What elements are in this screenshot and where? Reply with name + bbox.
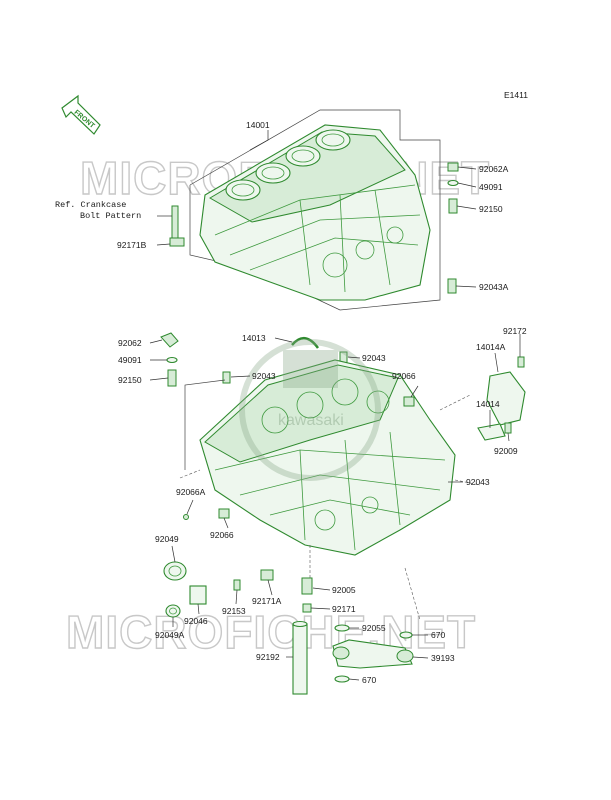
center-logo: kawasaki <box>239 339 381 481</box>
diagram-id: E1411 <box>504 90 528 100</box>
label-92066-right: 92066 <box>392 371 416 381</box>
label-92171b: 92171B <box>117 240 147 250</box>
label-92046: 92046 <box>184 616 208 626</box>
center-logo-text: kawasaki <box>278 412 344 429</box>
left-fasteners <box>160 332 179 387</box>
part-labels: 14001 92062A 49091 92150 92171B 92043A 9… <box>117 120 527 685</box>
label-92049: 92049 <box>155 534 179 544</box>
label-92043-left: 92043 <box>252 371 276 381</box>
lower-crankcase <box>199 359 456 556</box>
label-92062a: 92062A <box>479 164 509 174</box>
label-92153: 92153 <box>222 606 246 616</box>
label-92009: 92009 <box>494 446 518 456</box>
oring-670-bottom <box>334 675 350 683</box>
pipe-92192 <box>292 623 308 695</box>
reference-note-line1: Ref. Crankcase <box>55 200 126 210</box>
label-92150: 92150 <box>118 375 142 385</box>
label-92043-right: 92043 <box>466 477 490 487</box>
clamp-92171a <box>260 569 274 581</box>
label-92049a: 92049A <box>155 630 185 640</box>
oring-670-top <box>399 631 413 639</box>
label-92005: 92005 <box>332 585 356 595</box>
watermark-bottom: MICROFICHE.NET <box>66 606 476 658</box>
bearing-92046 <box>189 585 207 605</box>
upper-crankcase <box>199 124 431 301</box>
label-14014: 14014 <box>476 399 500 409</box>
fitting-92005 <box>301 577 313 595</box>
label-14013: 14013 <box>242 333 266 343</box>
label-92062: 92062 <box>118 338 142 348</box>
bolt-92171b <box>169 205 185 247</box>
cover-14014a <box>486 356 526 426</box>
label-49091-top: 49091 <box>479 182 503 192</box>
label-39193: 39193 <box>431 653 455 663</box>
seal-14013 <box>291 337 320 349</box>
label-92171: 92171 <box>332 604 356 614</box>
upper-right-fasteners <box>447 162 459 294</box>
label-92066a: 92066A <box>176 487 206 497</box>
bolt-92153 <box>233 579 241 591</box>
label-92043a: 92043A <box>479 282 509 292</box>
seal-92049a <box>165 604 181 618</box>
plate-14014 <box>477 422 512 441</box>
front-arrow-icon: FRONT <box>61 94 101 135</box>
clamp-92171 <box>302 603 312 613</box>
label-670-top: 670 <box>431 630 445 640</box>
label-92171a: 92171A <box>252 596 282 606</box>
pin-92043-left <box>222 371 231 384</box>
bushing-92066-right <box>403 396 415 407</box>
label-92066: 92066 <box>210 530 234 540</box>
reference-note-line2: Bolt Pattern <box>80 211 141 221</box>
label-92055: 92055 <box>362 623 386 633</box>
plug-92066a <box>183 514 189 520</box>
pipe-39193 <box>332 639 414 669</box>
label-92192: 92192 <box>256 652 280 662</box>
label-670-bottom: 670 <box>362 675 376 685</box>
leader-lines <box>149 130 521 681</box>
label-92043-mid: 92043 <box>362 353 386 363</box>
oring-92055 <box>334 624 350 632</box>
bushing-92066-left <box>218 508 230 519</box>
label-14014a: 14014A <box>476 342 506 352</box>
label-49091: 49091 <box>118 355 142 365</box>
label-92172: 92172 <box>503 326 527 336</box>
label-14001: 14001 <box>246 120 270 130</box>
label-92150-top: 92150 <box>479 204 503 214</box>
seal-92049 <box>163 561 187 581</box>
